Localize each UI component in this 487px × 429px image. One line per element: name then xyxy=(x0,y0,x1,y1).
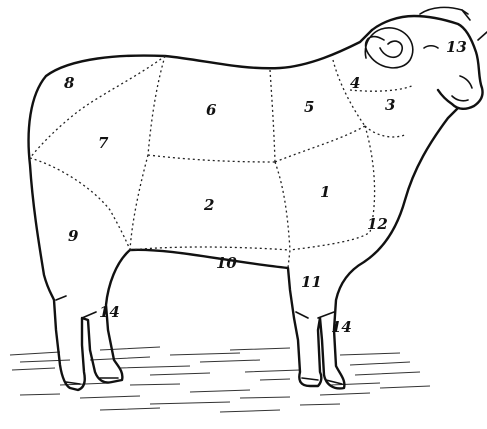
cut-label-13: 13 xyxy=(446,38,467,56)
cut-label-10: 10 xyxy=(216,254,237,272)
sheep-outline xyxy=(29,7,487,390)
cut-label-14-hind: 14 xyxy=(99,303,120,321)
cut-label-3: 3 xyxy=(385,96,395,114)
ground-shading xyxy=(10,347,430,412)
cut-label-14-fore: 14 xyxy=(331,318,352,336)
cut-label-7: 7 xyxy=(98,134,109,152)
cut-label-9: 9 xyxy=(68,227,79,245)
cut-label-6: 6 xyxy=(206,101,217,119)
cut-label-1: 1 xyxy=(320,183,330,201)
cut-label-5: 5 xyxy=(304,98,314,116)
cut-labels: 8 6 5 4 3 13 7 2 1 12 9 10 11 14 14 xyxy=(64,38,467,336)
cut-label-2: 2 xyxy=(203,196,214,214)
cut-label-12: 12 xyxy=(367,215,388,233)
cut-label-8: 8 xyxy=(64,74,75,92)
cut-label-11: 11 xyxy=(301,273,322,291)
cut-label-4: 4 xyxy=(350,74,360,92)
